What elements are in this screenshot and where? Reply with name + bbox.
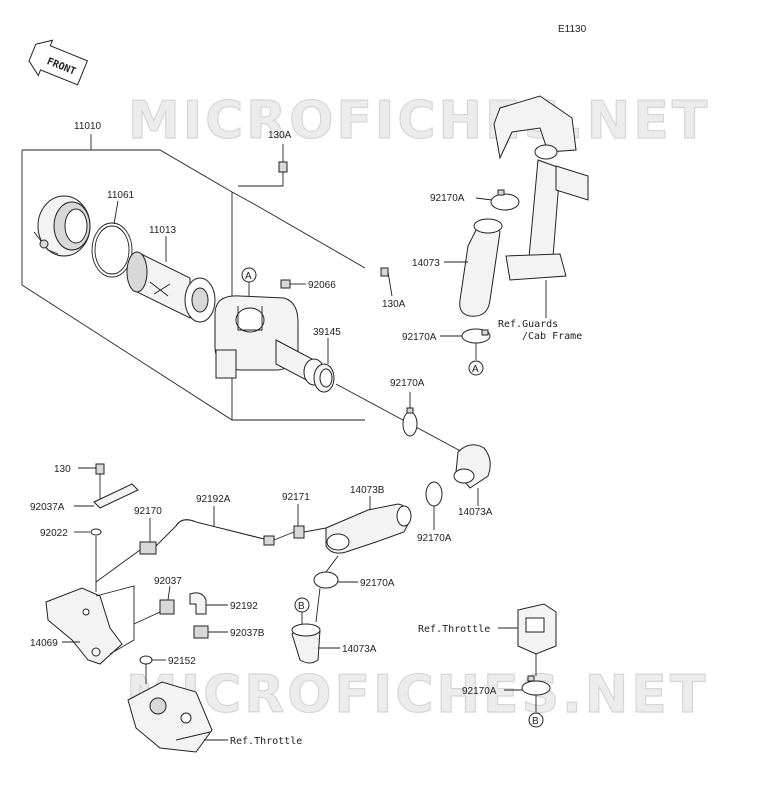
label-14073a-2: 14073A <box>342 644 377 655</box>
clamp-92170a-6 <box>504 675 551 712</box>
hose-14073 <box>444 218 503 317</box>
bolt-130 <box>78 463 105 500</box>
label-92022: 92022 <box>40 528 68 539</box>
label-92192a: 92192A <box>196 494 231 505</box>
throttle-body-left <box>127 681 228 753</box>
bolt-130a-mid <box>380 267 393 297</box>
label-92170a-4: 92170A <box>417 533 452 544</box>
label-92192: 92192 <box>230 601 258 612</box>
duct-guard-frame <box>493 95 589 318</box>
washer-92152 <box>139 655 166 684</box>
diagram-code: E1130 <box>558 24 587 35</box>
clamp-92170a-5 <box>313 555 358 589</box>
label-130a-top: 130A <box>268 130 292 141</box>
air-cleaner-cover <box>33 195 91 257</box>
marker-a-mid: A <box>468 360 484 376</box>
marker-b-right: B <box>528 712 544 728</box>
svg-text:B: B <box>532 716 539 727</box>
elbow-14073a <box>453 444 491 506</box>
label-11013: 11013 <box>149 225 177 236</box>
label-14073a-1: 14073A <box>458 507 493 518</box>
label-130a-mid: 130A <box>382 299 406 310</box>
strap-92037a <box>74 483 139 509</box>
label-92170: 92170 <box>134 506 162 517</box>
label-92170a-5: 92170A <box>360 578 395 589</box>
clamp-92170a-2 <box>475 189 520 211</box>
label-11010: 11010 <box>74 121 102 132</box>
clamp-92037b <box>193 625 228 639</box>
label-11061: 11061 <box>107 190 135 201</box>
clip-92171 <box>293 504 327 539</box>
elbow-92192 <box>189 592 228 615</box>
label-92170a-2: 92170A <box>430 193 465 204</box>
label-39145: 39145 <box>313 327 341 338</box>
label-92171: 92171 <box>282 492 310 503</box>
clamp-92037 <box>133 585 175 625</box>
duct-14073a-lower <box>291 623 340 664</box>
svg-text:A: A <box>245 271 252 282</box>
marker-b-left: B <box>294 587 321 624</box>
label-92170a-3: 92170A <box>402 332 437 343</box>
clamp-92170 <box>95 518 177 583</box>
o-ring-11061 <box>91 200 133 278</box>
label-ref-guards-1: Ref.Guards <box>498 319 558 330</box>
seal-39145 <box>313 338 335 393</box>
label-ref-throttle-1: Ref.Throttle <box>230 736 302 747</box>
watermark-bottom: MICROFICHES.NET <box>126 665 708 725</box>
washer-92022 <box>74 528 102 592</box>
clamp-92170a-3 <box>440 328 491 360</box>
label-92037: 92037 <box>154 576 182 587</box>
marker-a-top: A <box>241 267 257 296</box>
tube-92192a <box>175 506 295 546</box>
bolt-130a-top <box>238 144 288 187</box>
label-92037b: 92037B <box>230 628 265 639</box>
svg-text:A: A <box>472 364 479 375</box>
label-ref-guards-2: /Cab Frame <box>522 331 582 342</box>
watermark-top: MICROFICHES.NET <box>128 91 710 151</box>
label-92066: 92066 <box>308 280 336 291</box>
label-14073b: 14073B <box>350 485 385 496</box>
clamp-92170a-1 <box>402 392 418 437</box>
label-14069: 14069 <box>30 638 58 649</box>
svg-text:B: B <box>298 601 305 612</box>
throttle-body-right <box>498 603 557 676</box>
duct-14073b <box>325 496 412 554</box>
label-130: 130 <box>54 464 71 475</box>
label-92037a: 92037A <box>30 502 65 513</box>
air-filter-element <box>126 236 216 323</box>
label-ref-throttle-2: Ref.Throttle <box>418 624 490 635</box>
label-92170a-6: 92170A <box>462 686 497 697</box>
clamp-92170a-4 <box>425 481 443 530</box>
label-92152: 92152 <box>168 656 196 667</box>
label-92170a-1: 92170A <box>390 378 425 389</box>
bracket-14069 <box>45 585 135 665</box>
air-cleaner-case <box>214 295 325 386</box>
nut-92066 <box>280 279 306 289</box>
label-14073: 14073 <box>412 258 440 269</box>
front-arrow-icon: FRONT <box>28 39 89 86</box>
